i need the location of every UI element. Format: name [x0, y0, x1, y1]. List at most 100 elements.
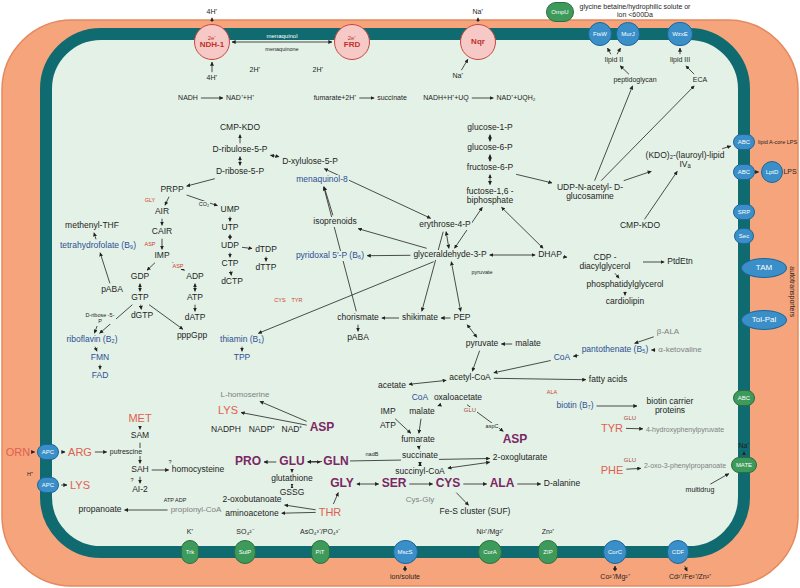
node-text: APC: [42, 449, 54, 455]
pathway-arrow: [61, 485, 67, 486]
pathway-label: (KDO)₂-(lauroyl)-lipid IVₐ: [639, 151, 731, 170]
pathway-arrow: [230, 271, 232, 276]
pathway-arrow: [359, 98, 374, 99]
pathway-arrow: [282, 512, 316, 514]
pathway-label: multidrug: [685, 486, 716, 494]
transporter: APC: [37, 444, 59, 460]
pathway-arrow: [617, 48, 620, 54]
node-text: FRD: [344, 41, 360, 49]
pathway-label: Na⁺: [452, 72, 465, 80]
pathway-label: pppGpp: [176, 331, 208, 340]
pathway-label: TPP: [233, 353, 252, 362]
pathway-label: lipid II: [604, 56, 624, 64]
pathway-label: LYS: [69, 479, 91, 491]
pathway-label: GLU: [623, 457, 637, 464]
pathway-label: putrescine: [109, 448, 143, 456]
node-text: CDF: [672, 549, 684, 555]
pathway-label: H⁺: [26, 471, 34, 477]
pathway-label: malate: [514, 339, 542, 348]
pathway-label: 4H⁺: [206, 8, 219, 16]
pathway-label: pantothenate (B₅): [581, 345, 650, 354]
pathway-arrow: [516, 174, 552, 183]
pathway-label: ATP: [186, 293, 204, 302]
outer-membrane: [2, 20, 798, 586]
node-text: Sec: [739, 233, 749, 239]
transporter: WzxE: [667, 22, 693, 46]
pathway-arrow: [358, 229, 427, 249]
connector: [757, 172, 759, 173]
node-text: ABC: [738, 169, 750, 175]
pathway-label: AIR: [154, 207, 170, 216]
pathway-label: cardiolipin: [605, 297, 645, 306]
pathway-label: fumarate+2H⁺: [313, 94, 358, 102]
pathway-label: ion/solute: [389, 573, 421, 581]
pathway-arrow: [292, 471, 293, 473]
pathway-label: TYR: [291, 297, 304, 303]
pathway-label: malate: [408, 407, 436, 416]
pathway-label: CYS: [435, 477, 462, 490]
node-text: APC: [42, 482, 54, 488]
pathway-label: GTP: [130, 293, 149, 302]
pathway-arrow: [240, 157, 241, 166]
pathway-label: PRPP: [159, 185, 184, 194]
pathway-arrow: [624, 171, 652, 180]
transporter: SRP: [733, 204, 755, 220]
pathway-arrow: [626, 468, 641, 470]
pathway-label: glutathione: [270, 474, 314, 483]
pathway-arrow: [409, 484, 432, 485]
transporter: MATE: [731, 457, 757, 473]
pathway-arrow: [686, 66, 694, 74]
pathway-label: menaquinol-8: [295, 175, 349, 184]
pathway-arrow: [595, 86, 633, 181]
pathway-label: SAM: [130, 431, 150, 440]
pathway-arrow: [651, 350, 655, 351]
pathway-label: dCTP: [220, 277, 244, 286]
complex-circle: 2e⁻FRD: [334, 24, 370, 60]
transporter: CorC: [603, 540, 627, 564]
pathway-label: NADP⁺: [248, 425, 277, 434]
pathway-label: ADP: [185, 272, 204, 281]
pathway-label: α-ketovaline: [657, 346, 702, 355]
node-text: LptD: [766, 169, 779, 175]
pathway-label: propionyl-CoA: [170, 506, 223, 515]
pathway-arrow: [152, 470, 169, 471]
node-text: ABC: [738, 395, 750, 401]
pathway-label: 4-hydroxyphenylpyruvate: [645, 426, 725, 434]
pathway-label: pyruvate: [470, 269, 493, 275]
pathway-label: menaquinone: [264, 46, 299, 52]
pathway-label: fuctose-1,6 -biphosphate: [454, 187, 526, 206]
pathway-arrow: [242, 247, 252, 248]
transporter: MscS: [393, 540, 418, 564]
pathway-arrow: [264, 462, 276, 463]
pathway-label: Cys-Gly: [405, 496, 435, 505]
pathway-arrow: [680, 48, 681, 54]
pathway-arrow: [419, 419, 421, 434]
pathway-label: LPS: [782, 168, 797, 176]
pathway-label: ?: [167, 459, 172, 465]
node-text: Nqr: [471, 38, 485, 46]
pathway-label: ALA: [489, 477, 516, 490]
pathway-label: menaquinol: [265, 33, 298, 40]
pathway-label: AsO₄³⁻/PO₄³⁻: [299, 528, 341, 536]
pathway-arrow: [502, 207, 544, 248]
pathway-label: glyceraldehyde-3-P: [412, 250, 487, 259]
inner-membrane: [46, 34, 744, 552]
pathway-arrow: [285, 505, 316, 510]
pathway-label: GLU: [278, 455, 305, 468]
transporter: TAM: [741, 258, 787, 278]
pathway-label: GLU: [623, 415, 637, 422]
pathway-label: glucose-1-P: [466, 123, 513, 132]
pathway-arrow: [517, 484, 541, 485]
pathway-arrow: [448, 462, 490, 468]
pathway-arrow: [573, 355, 578, 357]
pathway-arrow: [467, 325, 477, 338]
pathway-arrow: [446, 232, 449, 249]
pathway-arrow: [187, 179, 215, 186]
pathway-arrow: [494, 378, 586, 379]
pathway-arrow: [438, 405, 441, 406]
pathway-arrow: [463, 484, 486, 485]
pathway-arrow: [33, 452, 35, 453]
pathway-arrow: [162, 239, 163, 250]
node-text: WzxE: [672, 31, 688, 37]
pathway-arrow: [395, 419, 411, 434]
